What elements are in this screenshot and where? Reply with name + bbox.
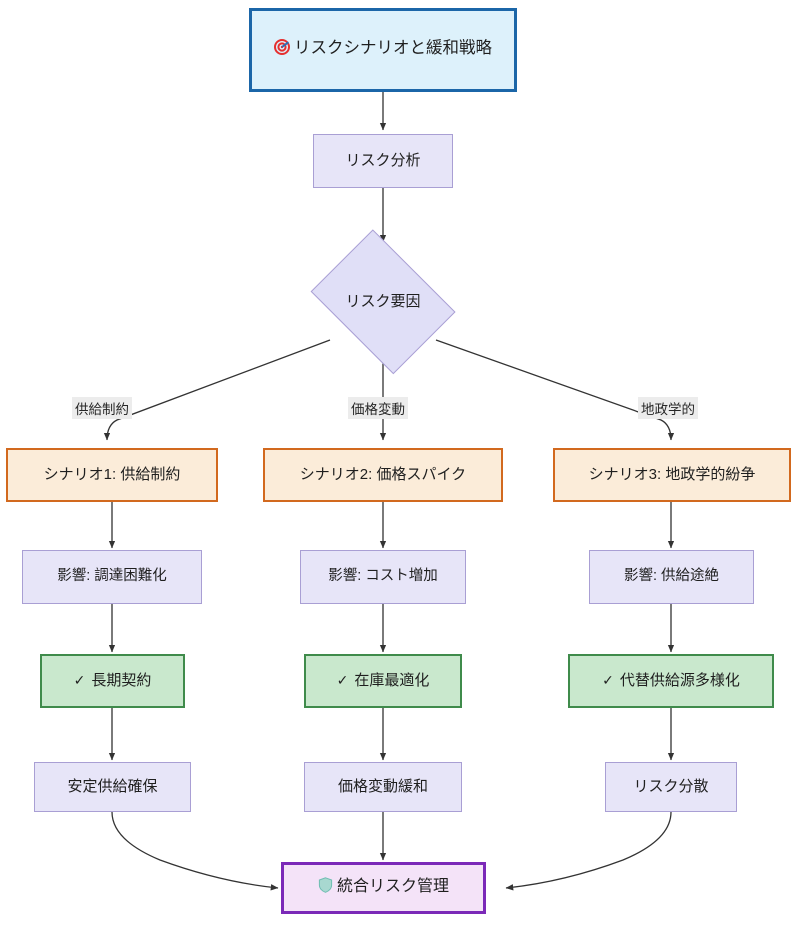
node-label: シナリオ1: 供給制約 [43,466,181,484]
node-label: 統合リスク管理 [336,878,449,896]
node-outcome-1[interactable]: 安定供給確保 [34,762,191,812]
node-mitigation-3[interactable]: ✓ 代替供給源多様化 [568,654,774,708]
edge-decision-to-scenario3 [435,339,675,441]
node-outcome-3[interactable]: リスク分散 [605,762,737,812]
node-integrated-risk-management[interactable]: 統合リスク管理 [281,862,486,914]
node-label: 影響: 調達困難化 [57,568,167,585]
edge-outcome1-to-final [111,811,279,891]
node-label: シナリオ2: 価格スパイク [299,466,467,484]
node-outcome-2[interactable]: 価格変動緩和 [304,762,462,812]
node-scenario-1[interactable]: シナリオ1: 供給制約 [6,448,218,502]
edge-label-geopolitical: 地政学的 [638,397,698,419]
node-label: 安定供給確保 [67,778,158,796]
node-mitigation-2[interactable]: ✓ 在庫最適化 [304,654,462,708]
shield-icon [318,877,333,900]
node-scenario-2[interactable]: シナリオ2: 価格スパイク [263,448,503,502]
node-risk-factor-decision[interactable]: リスク要因 [303,229,463,375]
node-risk-analysis[interactable]: リスク分析 [313,134,453,188]
node-label: 長期契約 [91,672,152,690]
check-icon: ✓ [602,672,614,689]
target-icon [274,39,290,63]
node-impact-3[interactable]: 影響: 供給途絶 [589,550,754,604]
node-label: リスク分析 [345,152,421,170]
node-scenario-3[interactable]: シナリオ3: 地政学的紛争 [553,448,791,502]
node-label: 影響: 供給途絶 [623,568,720,585]
node-label: 影響: コスト増加 [328,568,438,585]
node-label: 代替供給源多様化 [619,672,740,690]
node-label: リスク要因 [345,293,421,311]
check-icon: ✓ [73,672,86,689]
node-label: 価格変動緩和 [337,778,428,796]
edge-label-price-fluctuation: 価格変動 [348,397,408,419]
node-label: シナリオ3: 地政学的紛争 [588,466,756,484]
edge-label-supply-constraint: 供給制約 [72,397,132,419]
node-label: リスクシナリオと緩和戦略 [294,39,492,58]
node-risk-scenario-title[interactable]: リスクシナリオと緩和戦略 [249,8,517,92]
node-impact-2[interactable]: 影響: コスト増加 [300,550,466,604]
edge-decision-to-scenario1 [103,339,331,441]
edge-outcome3-to-final [505,811,672,891]
check-icon: ✓ [336,672,349,689]
node-label: 在庫最適化 [354,672,430,690]
node-label: リスク分散 [633,778,709,796]
node-mitigation-1[interactable]: ✓ 長期契約 [40,654,185,708]
node-impact-1[interactable]: 影響: 調達困難化 [22,550,202,604]
